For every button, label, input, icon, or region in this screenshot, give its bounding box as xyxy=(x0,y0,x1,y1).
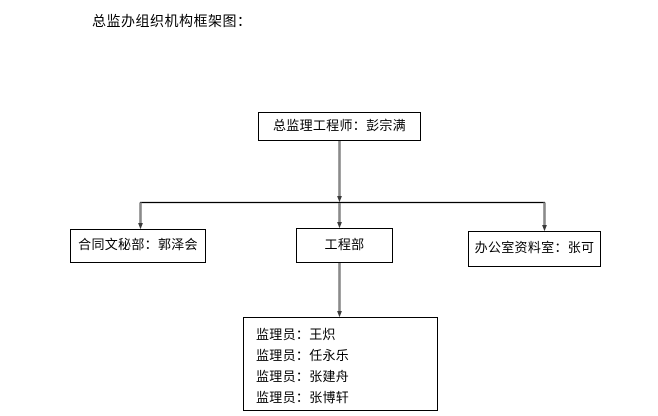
node-label-office: 办公室资料室：张可 xyxy=(474,241,595,256)
node-label-director: 总监理工程师：彭宗满 xyxy=(272,118,406,134)
node-contract-secretarial-dept[interactable]: 合同文秘部：郭泽会 xyxy=(70,229,206,263)
list-item: 监理员：张博轩 xyxy=(256,391,350,406)
list-item: 监理员：张建舟 xyxy=(256,370,350,385)
node-label-contract: 合同文秘部：郭泽会 xyxy=(78,238,198,253)
node-chief-supervising-engineer[interactable]: 总监理工程师：彭宗满 xyxy=(258,112,421,141)
node-label-engineering: 工程部 xyxy=(324,237,365,253)
page-title: 总监办组织机构框架图： xyxy=(92,14,252,30)
list-item: 监理员：任永乐 xyxy=(256,349,350,364)
list-item: 监理员：王炽 xyxy=(256,328,336,343)
node-office-archives-room[interactable]: 办公室资料室：张可 xyxy=(468,231,601,267)
node-engineering-dept[interactable]: 工程部 xyxy=(296,228,393,263)
node-supervisor-list[interactable]: 监理员：王炽 监理员：任永乐 监理员：张建舟 监理员：张博轩 xyxy=(243,317,438,411)
